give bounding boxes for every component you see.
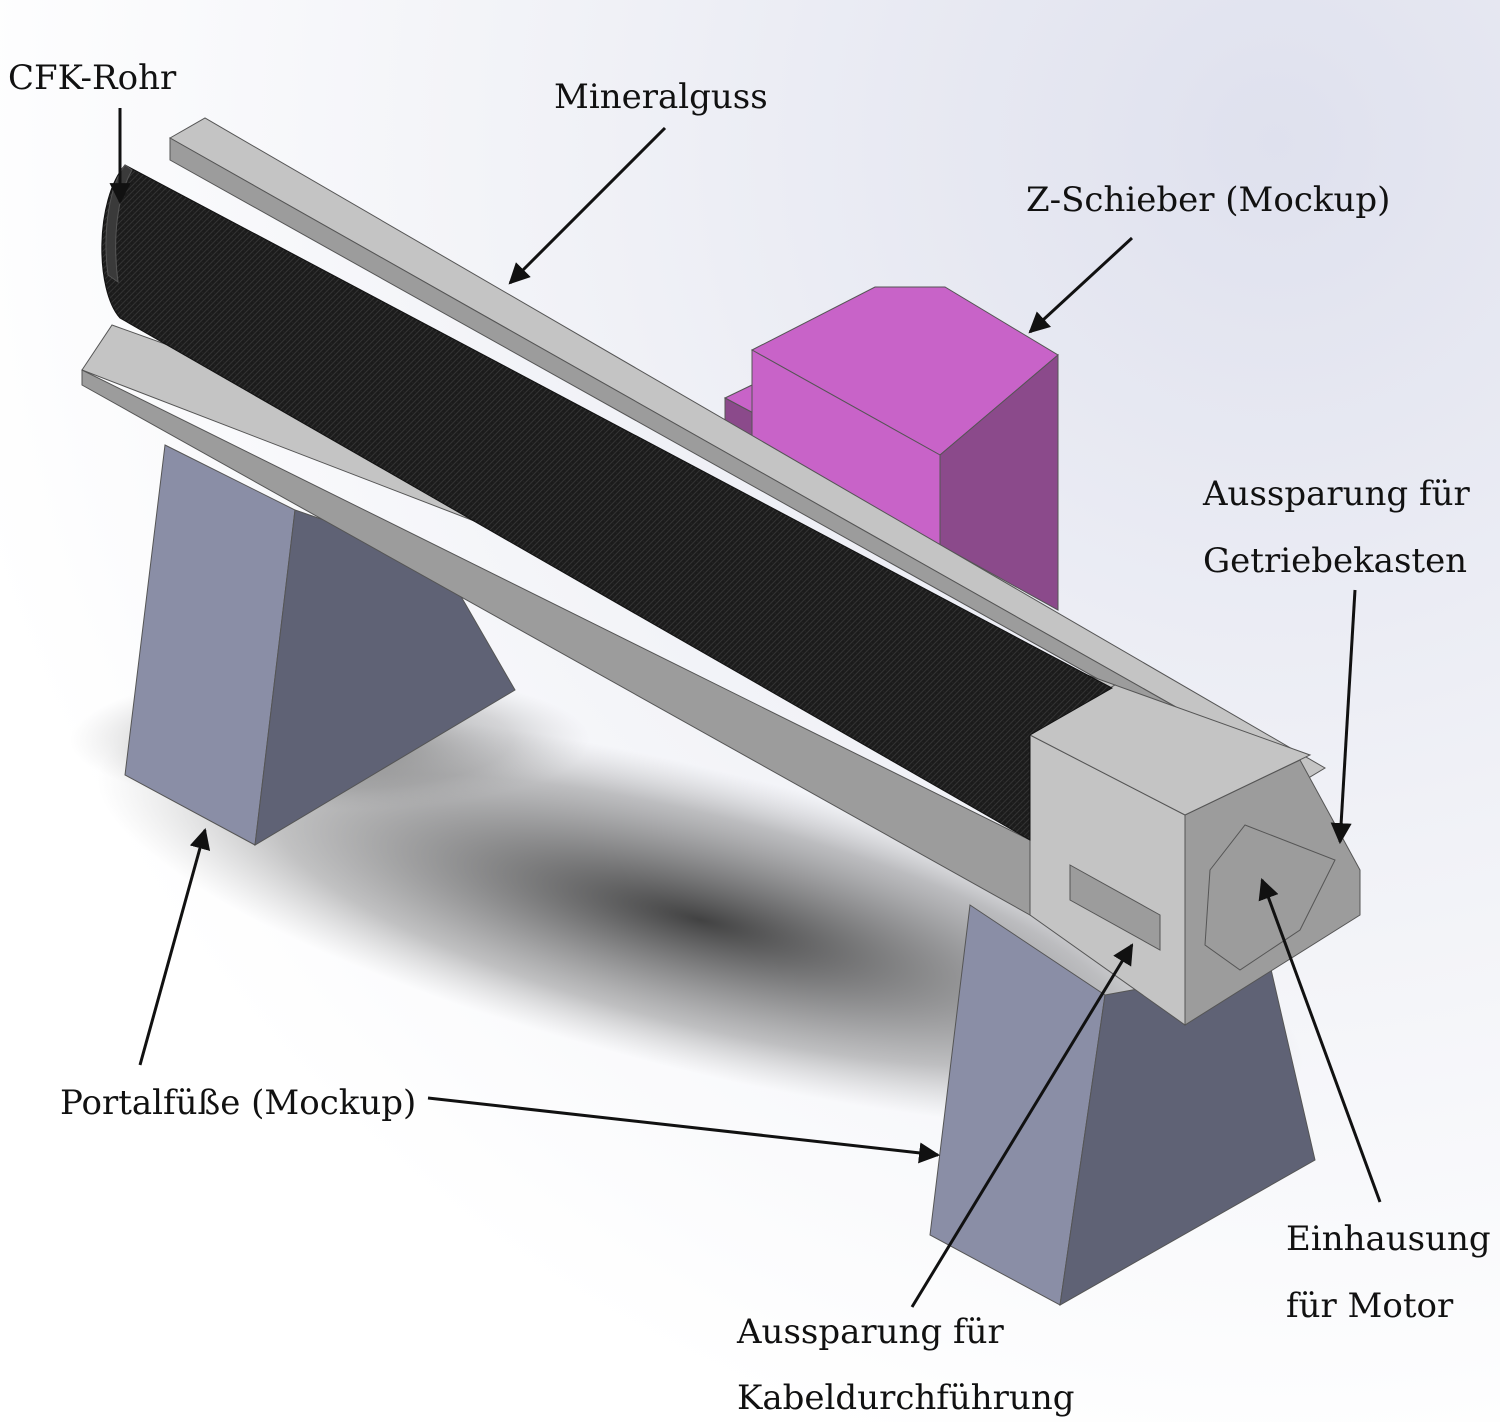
label-motor-line2: für Motor [1286, 1286, 1454, 1326]
label-z-schieber: Z-Schieber (Mockup) [1026, 180, 1391, 220]
label-getriebe-line1: Aussparung für [1203, 474, 1470, 514]
portal-foot-left [124, 444, 516, 846]
annotation-arrows [109, 108, 1382, 1308]
label-mineralguss: Mineralguss [554, 77, 768, 117]
label-portalfuesse: Portalfüße (Mockup) [60, 1083, 417, 1123]
arrow-kabeldurchfuehrung [910, 943, 1134, 1308]
label-kabel-line2: Kabeldurchführung [737, 1378, 1075, 1418]
arrow-portalfuesse-left [138, 827, 211, 1066]
arrow-portalfuesse-right [427, 1096, 941, 1164]
arrow-motor [1258, 878, 1382, 1203]
label-kabel-line1: Aussparung für [737, 1312, 1004, 1352]
label-getriebe-line2: Getriebekasten [1203, 541, 1468, 581]
z-slider [723, 286, 1059, 611]
label-motor-line1: Einhausung [1286, 1219, 1491, 1259]
arrow-getriebekasten [1330, 589, 1357, 845]
arrow-mineralguss [508, 126, 667, 285]
label-cfk-rohr: CFK-Rohr [8, 58, 177, 98]
arrow-z-schieber [1028, 236, 1134, 334]
